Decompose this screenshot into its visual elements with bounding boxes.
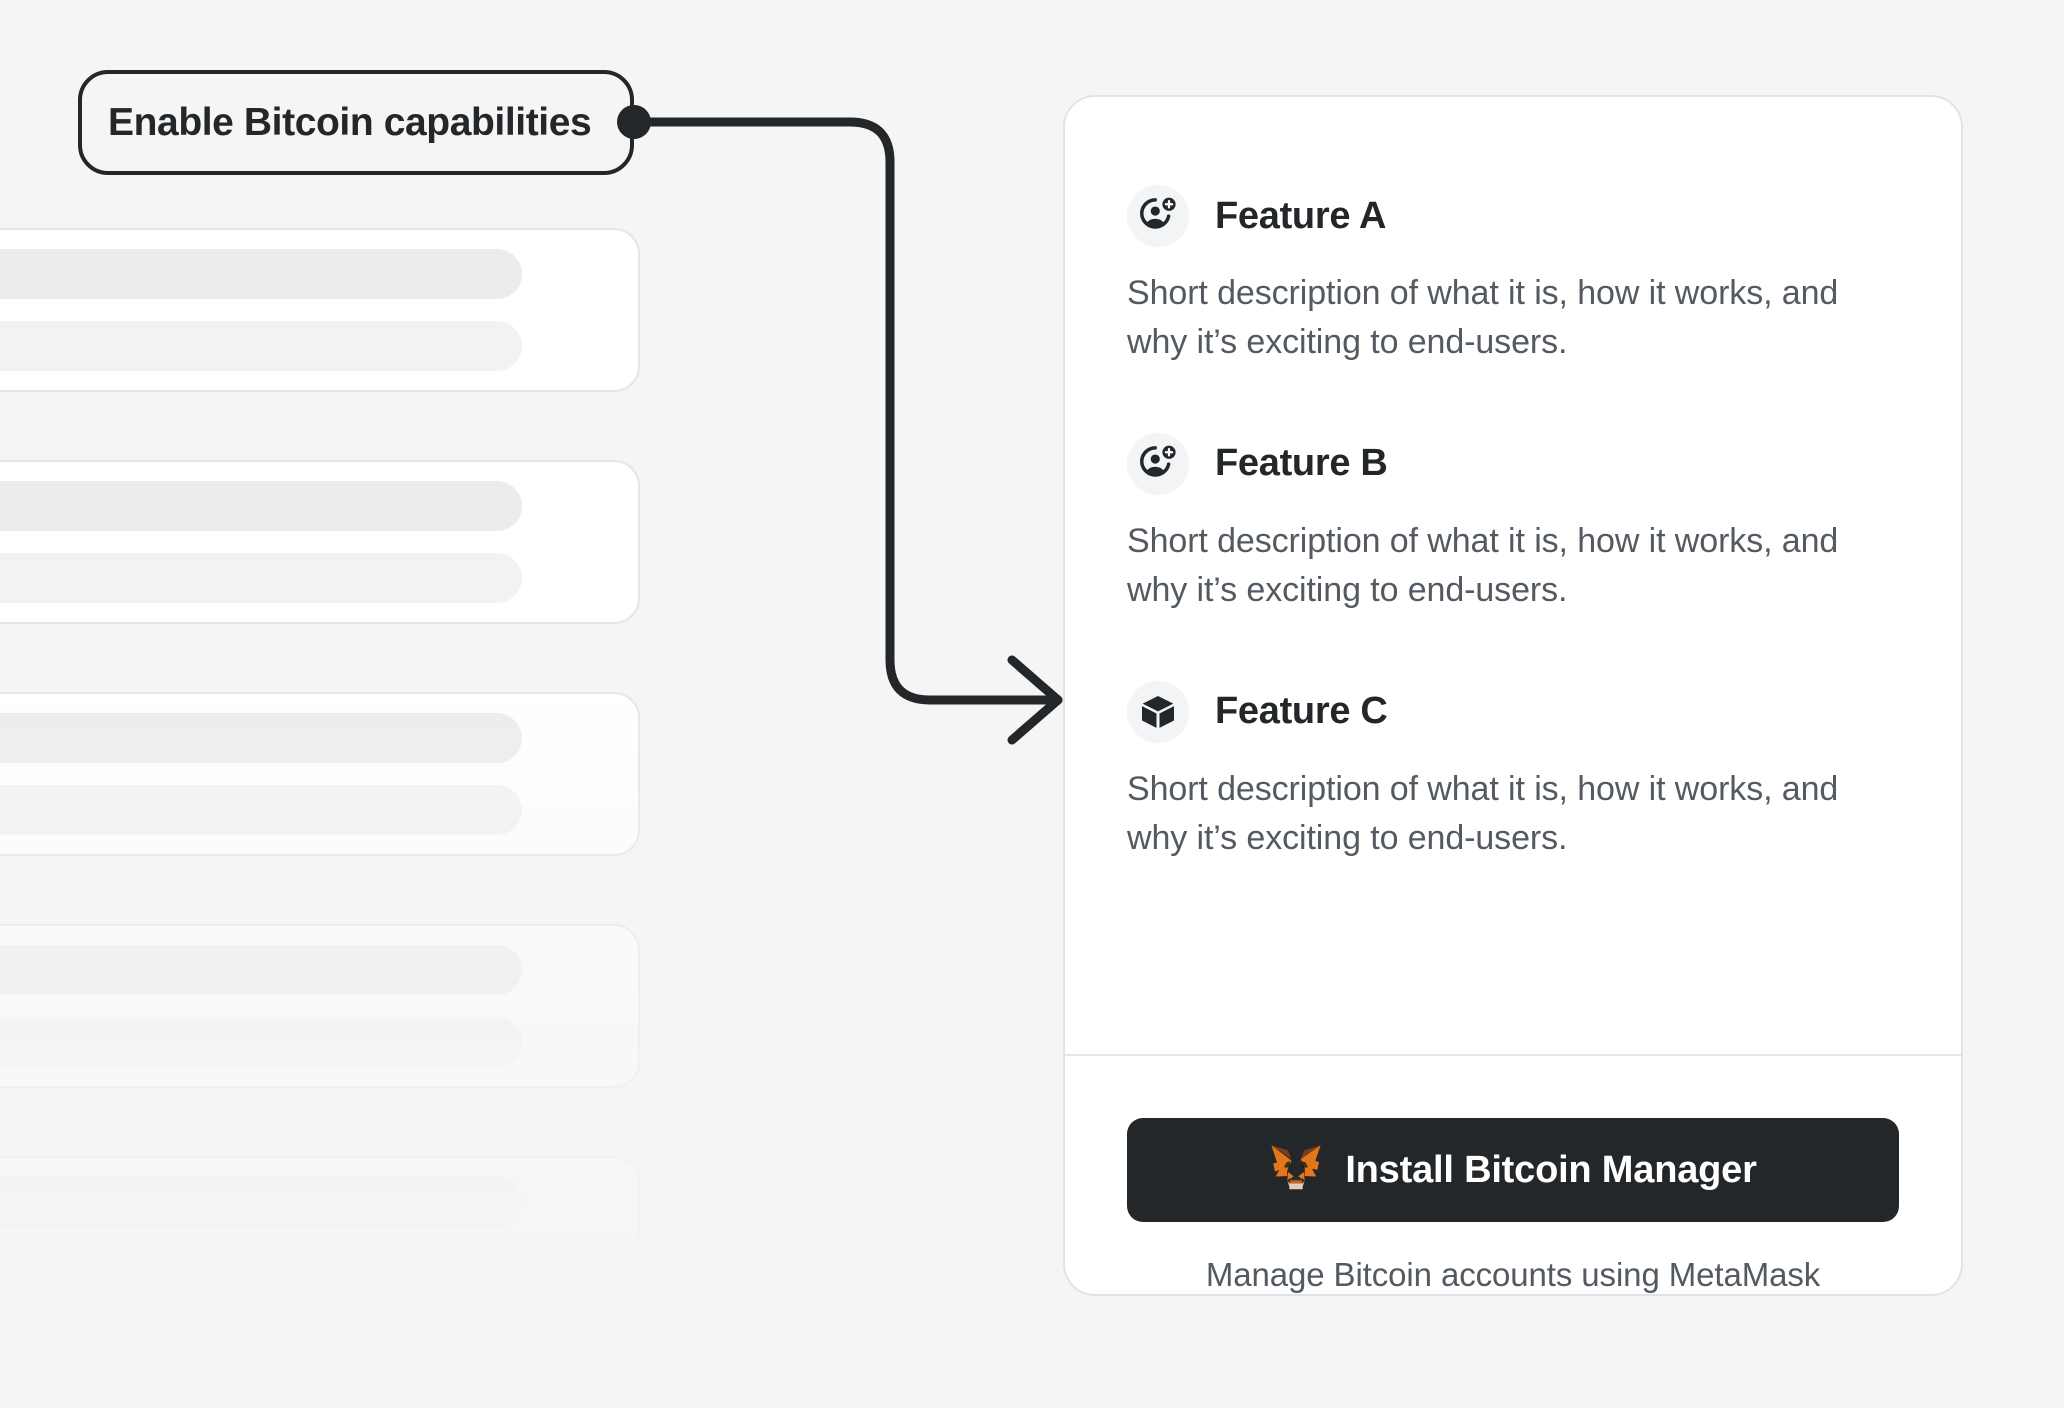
feature-title: Feature C xyxy=(1215,690,1388,733)
add-user-icon xyxy=(1127,185,1189,247)
feature-description: Short description of what it is, how it … xyxy=(1127,521,1839,609)
feature-item-b: Feature B Short description of what it i… xyxy=(1127,432,1899,615)
feature-description: Short description of what it is, how it … xyxy=(1127,769,1839,857)
add-user-icon xyxy=(1127,432,1189,495)
metamask-fox-icon xyxy=(1269,1143,1323,1198)
callout-pill: Enable Bitcoin capabilities xyxy=(78,70,634,175)
feature-head: Feature A xyxy=(1127,185,1899,247)
skeleton-card xyxy=(0,1156,640,1320)
skeleton-card xyxy=(0,692,640,856)
skeleton-bar-secondary xyxy=(0,1017,522,1067)
skeleton-bar-primary xyxy=(0,481,522,531)
feature-item-a: Feature A Short description of what it i… xyxy=(1127,185,1899,367)
skeleton-bar-primary xyxy=(0,713,522,763)
card-footer: Install Bitcoin Manager Manage Bitcoin a… xyxy=(1065,1056,1961,1294)
arrow-head-icon xyxy=(1007,655,1063,745)
install-button-label: Install Bitcoin Manager xyxy=(1345,1148,1757,1191)
feature-title: Feature A xyxy=(1215,194,1387,237)
skeleton-card xyxy=(0,228,640,392)
footer-caption: Manage Bitcoin accounts using MetaMask xyxy=(1205,1256,1821,1293)
connector-path xyxy=(629,117,1063,705)
skeleton-bar-primary xyxy=(0,1177,522,1227)
feature-title: Feature B xyxy=(1215,442,1388,485)
feature-head: Feature C xyxy=(1127,680,1899,743)
skeleton-card xyxy=(0,460,640,624)
feature-head: Feature B xyxy=(1127,432,1899,495)
skeleton-bar-secondary xyxy=(0,553,522,603)
skeleton-bar-primary xyxy=(0,249,522,299)
background-skeleton-list xyxy=(0,228,640,1408)
skeleton-card xyxy=(0,924,640,1088)
card-divider xyxy=(1065,1054,1961,1056)
feature-item-c: Feature C Short description of what it i… xyxy=(1127,680,1899,863)
install-bitcoin-manager-button[interactable]: Install Bitcoin Manager xyxy=(1127,1118,1899,1222)
feature-description: Short description of what it is, how it … xyxy=(1127,274,1839,361)
skeleton-bar-secondary xyxy=(0,1249,522,1299)
feature-list: Feature A Short description of what it i… xyxy=(1065,97,1961,982)
skeleton-bar-secondary xyxy=(0,321,522,371)
feature-card: Feature A Short description of what it i… xyxy=(1063,95,1963,1296)
skeleton-bar-primary xyxy=(0,945,522,995)
cube-icon xyxy=(1127,680,1189,743)
skeleton-bar-secondary xyxy=(0,785,522,835)
callout-label: Enable Bitcoin capabilities xyxy=(108,100,592,144)
